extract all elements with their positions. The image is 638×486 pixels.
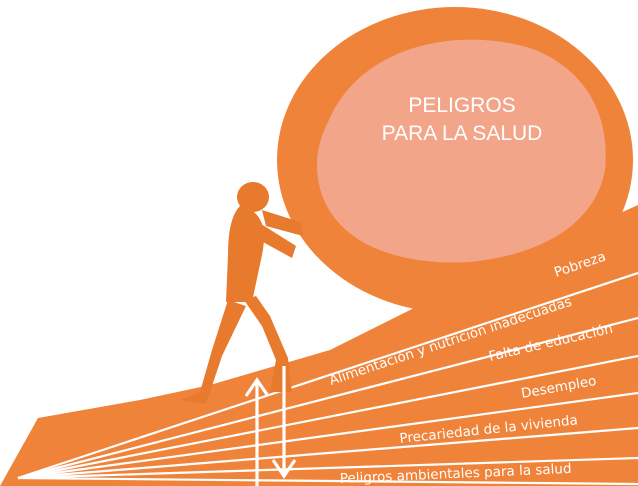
pushing-figure — [180, 182, 303, 404]
boulder-title-line1: PELIGROS — [408, 94, 515, 117]
arrow-down-icon — [271, 366, 297, 479]
boulder: PELIGROS PARA LA SALUD — [277, 7, 633, 313]
arrow-up-icon — [244, 377, 270, 486]
slope-stripes — [17, 271, 638, 486]
boulder-title-line2: PARA LA SALUD — [382, 122, 543, 145]
